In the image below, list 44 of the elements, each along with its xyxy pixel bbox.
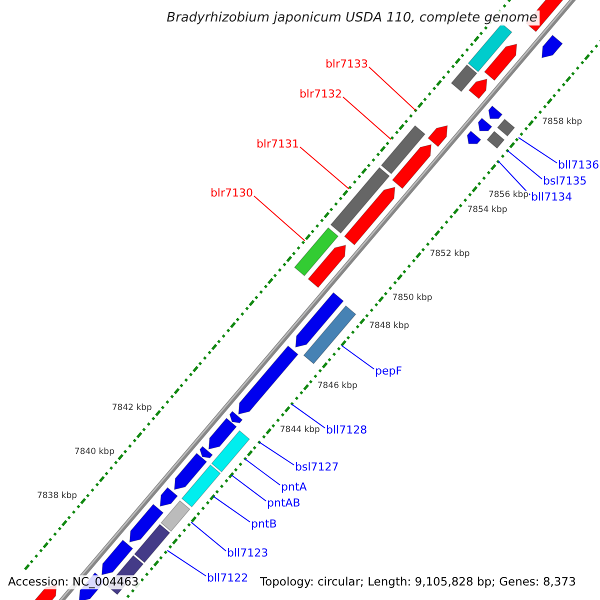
genome-summary-note: Topology: circular; Length: 9,105,828 bp; Genes: 8,373	[258, 575, 578, 589]
map-title: Bradyrhizobium japonicum USDA 110, complete genome	[164, 10, 540, 26]
gene-label: blr7130	[210, 188, 253, 198]
gene-label: pntB	[251, 518, 277, 530]
gene-label: bll7128	[326, 424, 368, 436]
scale-label: 7854 kbp	[467, 206, 508, 215]
leader-line	[291, 404, 326, 428]
gene-label: pepF	[375, 366, 402, 376]
scale-label: 7848 kbp	[369, 321, 410, 330]
leader-line	[230, 474, 266, 502]
scale-label: 7856 kbp	[488, 190, 529, 199]
scale-label: 7852 kbp	[430, 250, 470, 259]
leader-line	[254, 196, 306, 242]
gene-label: blr7132	[299, 88, 342, 100]
accession-note: Accession: NC_004463	[6, 575, 141, 589]
gene-label: bsl7135	[543, 176, 587, 186]
gene-label: bll7122	[207, 572, 248, 584]
leader-line	[244, 458, 280, 486]
leader-line	[190, 522, 226, 552]
leader-line	[507, 150, 542, 180]
scale-label: 7858 kbp	[542, 118, 582, 126]
scale-label: 7838 kbp	[36, 492, 78, 500]
gene-label: bsl7127	[295, 462, 339, 472]
leader-line	[498, 160, 530, 196]
leader-line	[212, 496, 250, 522]
scale-label: 7842 kbp	[112, 404, 152, 412]
leader-line	[368, 66, 416, 111]
gene-label: pntA	[281, 482, 307, 492]
scale-label: 7844 kbp	[280, 426, 320, 435]
gene-label: blr7133	[325, 58, 368, 70]
gene-label: blr7131	[256, 138, 299, 150]
leader-line	[341, 345, 374, 370]
gene-label: pntAB	[267, 498, 300, 508]
leader-line	[300, 146, 350, 190]
gene-label: bll7134	[531, 192, 572, 202]
scale-label: 7840 kbp	[74, 448, 114, 456]
gene-label: bll7136	[558, 160, 600, 170]
gene-label: bll7123	[227, 548, 268, 558]
leader-line	[342, 96, 392, 140]
leader-line	[518, 137, 558, 164]
scale-label: 7846 kbp	[317, 382, 358, 391]
scale-label: 7850 kbp	[392, 294, 432, 303]
leader-line	[166, 550, 206, 576]
leader-line	[258, 442, 294, 466]
